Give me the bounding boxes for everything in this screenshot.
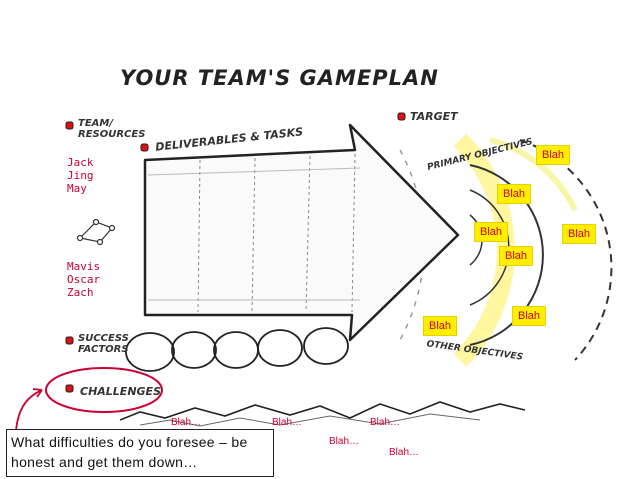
- target-note-1: Blah: [536, 145, 571, 165]
- glow-accent: [489, 137, 578, 212]
- section-bullets: [65, 112, 406, 393]
- challenge-mountains-shade: [139, 413, 481, 427]
- target-ring-outer: [469, 164, 544, 346]
- callout-arrowhead: [32, 388, 43, 398]
- callout-arrow: [15, 389, 43, 431]
- target-outer-dashed: [519, 139, 613, 361]
- challenge-note-4: Blah…: [329, 436, 360, 447]
- challenge-note-5: Blah…: [389, 447, 420, 458]
- target-note-2: Blah: [497, 184, 532, 204]
- target-label: TARGET: [410, 110, 458, 123]
- target-note-4: Blah: [562, 224, 597, 244]
- challenge-note-3: Blah…: [370, 417, 401, 428]
- success-factor-circles: [125, 327, 349, 372]
- challenge-note-1: Blah…: [171, 417, 202, 428]
- deliverables-arrow: [143, 123, 460, 342]
- team-group-b: Mavis Oscar Zach: [67, 260, 101, 299]
- target-note-6: Blah: [512, 306, 547, 326]
- challenge-mountains: [119, 401, 526, 421]
- target-note-5: Blah: [499, 246, 534, 266]
- page-title: YOUR TEAM'S GAMEPLAN: [120, 66, 439, 90]
- challenges-highlight-ring: [45, 367, 163, 413]
- team-group-a: Jack Jing May: [67, 156, 94, 195]
- arrow-shading: [147, 167, 361, 301]
- target-note-7: Blah: [423, 316, 458, 336]
- challenges-label: CHALLENGES: [80, 385, 161, 398]
- target-note-3: Blah: [474, 222, 509, 242]
- arrow-columns: [197, 153, 356, 313]
- team-network-icon: [76, 218, 116, 246]
- team-resources-label: TEAM/ RESOURCES: [78, 118, 146, 140]
- success-factors-label: SUCCESS FACTORS: [78, 333, 129, 355]
- challenge-note-2: Blah…: [272, 417, 303, 428]
- challenges-callout: What difficulties do you foresee – be ho…: [6, 429, 274, 477]
